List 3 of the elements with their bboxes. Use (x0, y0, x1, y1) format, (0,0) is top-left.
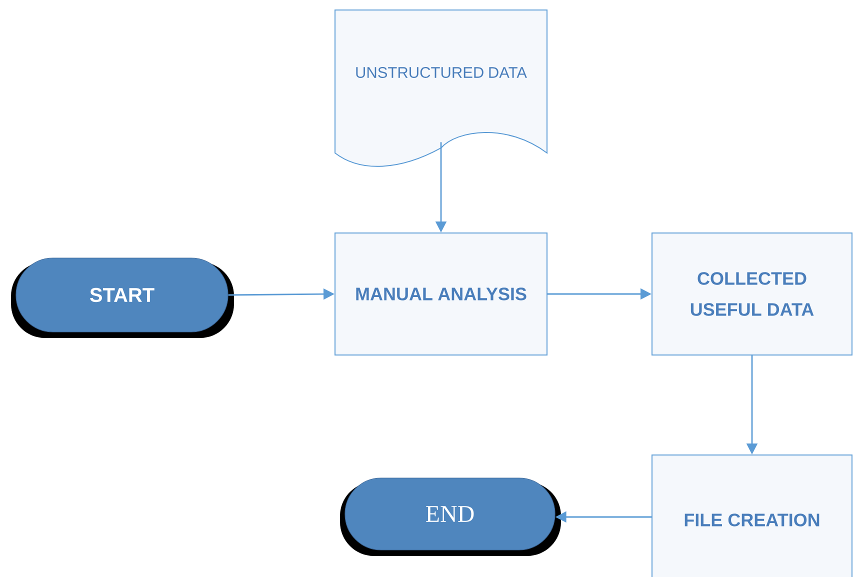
process-box: MANUAL ANALYSIS (334, 232, 548, 356)
process-box: FILE CREATION (652, 454, 852, 577)
process-box: COLLECTED USEFUL DATA (652, 232, 852, 356)
